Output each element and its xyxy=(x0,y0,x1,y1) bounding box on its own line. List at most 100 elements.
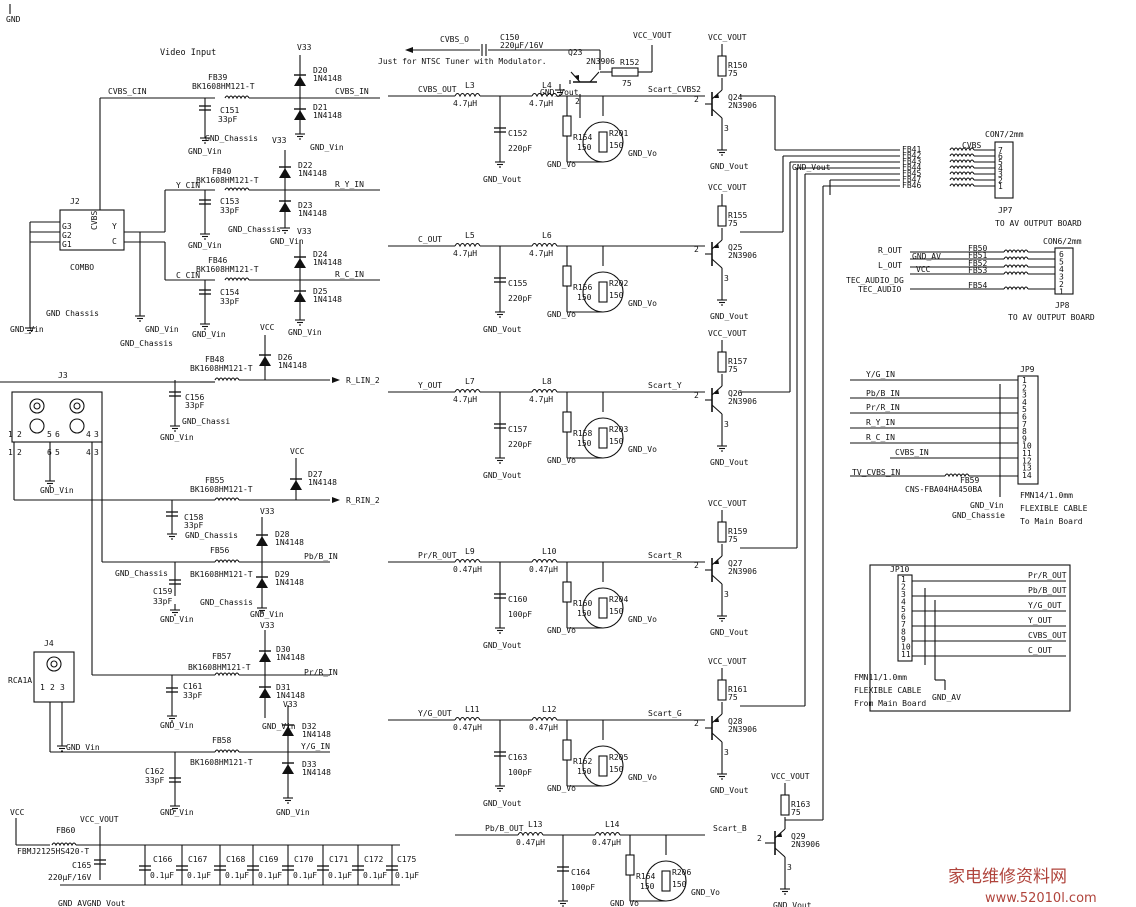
svg-text:0.1μF: 0.1μF xyxy=(395,871,419,880)
pin-number: 1 xyxy=(1059,288,1064,297)
gnd-label: GND_Vo xyxy=(547,310,576,319)
pin-number: 3 xyxy=(998,170,1003,179)
svg-text:GND_Vin: GND_Vin xyxy=(270,237,304,246)
resistor-ref: R160 xyxy=(573,599,592,608)
svg-text:RCA1A: RCA1A xyxy=(8,676,32,685)
svg-text:33pF: 33pF xyxy=(220,297,239,306)
svg-text:C169: C169 xyxy=(259,855,278,864)
gnd-label: GND_Vo xyxy=(547,626,576,635)
inductor-value: 4.7μH xyxy=(529,395,553,404)
svg-text:0.1μF: 0.1μF xyxy=(293,871,317,880)
y-in-filter: Y_CIN FB40 BK1608HM121-T R_Y_IN C153 33p… xyxy=(164,136,380,250)
svg-text:CVBS_O: CVBS_O xyxy=(440,35,469,44)
net-label: Scart_G xyxy=(648,709,682,718)
svg-text:FBMJ2125HS420-T: FBMJ2125HS420-T xyxy=(17,847,89,856)
svg-text:TEC_AUDIO: TEC_AUDIO xyxy=(858,285,902,294)
pin-number: 6 xyxy=(998,152,1003,161)
inductor-ref: L13 xyxy=(528,820,543,829)
svg-text:D33: D33 xyxy=(302,760,317,769)
svg-text:4: 4 xyxy=(86,430,91,439)
svg-text:1N4148: 1N4148 xyxy=(308,478,337,487)
resistor-ref: R201 xyxy=(609,129,628,138)
svg-text:L_OUT: L_OUT xyxy=(878,261,902,270)
pin-number: 2 xyxy=(1022,383,1027,392)
svg-text:C: C xyxy=(112,237,117,246)
svg-text:Y_OUT: Y_OUT xyxy=(1028,616,1052,625)
svg-text:D28: D28 xyxy=(275,530,290,539)
svg-text:C167: C167 xyxy=(188,855,207,864)
inductor-icon xyxy=(454,242,481,247)
resistor-icon xyxy=(598,597,608,619)
transistor-icon xyxy=(711,555,723,585)
resistor-icon xyxy=(598,755,608,777)
svg-text:1N4148: 1N4148 xyxy=(313,74,342,83)
svg-text:1: 1 xyxy=(40,683,45,692)
gnd-label: GND_Vo xyxy=(547,784,576,793)
svg-text:CVBS: CVBS xyxy=(90,211,99,230)
supply-label: VCC_VOUT xyxy=(708,183,747,192)
svg-text:3: 3 xyxy=(94,448,99,457)
resistor-value: 75 xyxy=(728,69,738,78)
ground-icon xyxy=(716,439,728,452)
svg-text:33pF: 33pF xyxy=(218,115,237,124)
net-label: Pr/R_OUT xyxy=(418,551,457,560)
ground-icon xyxy=(494,621,506,634)
svg-text:Pr/R_IN: Pr/R_IN xyxy=(866,403,900,412)
pin-number: 3 xyxy=(787,863,792,872)
capacitor-value: 220pF xyxy=(508,440,532,449)
gnd-label: GND_Vo xyxy=(628,615,657,624)
capacitor-ref: C163 xyxy=(508,753,527,762)
gnd-label: GND_Vout xyxy=(773,901,812,907)
pin-number: 4 xyxy=(1022,398,1027,407)
resistor-ref: R157 xyxy=(728,357,747,366)
pin-number: 3 xyxy=(1059,273,1064,282)
ferrite-ref: FB43 xyxy=(902,157,921,166)
gnd-chassis-label: GND_Chassis xyxy=(120,339,173,348)
svg-text:GND_Vin: GND_Vin xyxy=(160,433,194,442)
ground-icon xyxy=(494,155,506,168)
pin-number: 8 xyxy=(901,628,906,637)
inductor-icon xyxy=(454,92,481,97)
svg-text:FB58: FB58 xyxy=(212,736,231,745)
gnd-label: GND_Vout xyxy=(483,641,522,650)
svg-text:FMN14/1.0mm: FMN14/1.0mm xyxy=(1020,491,1073,500)
svg-text:C175: C175 xyxy=(397,855,416,864)
svg-text:R_RIN_2: R_RIN_2 xyxy=(346,496,380,505)
gnd-label: GND_Vo xyxy=(628,149,657,158)
pin-number: 2 xyxy=(694,719,699,728)
ferrite-ref: FB46 xyxy=(902,181,921,190)
inductor-icon xyxy=(454,388,481,393)
pin-number: 11 xyxy=(901,650,911,659)
svg-text:1N4148: 1N4148 xyxy=(275,578,304,587)
svg-text:V33: V33 xyxy=(272,136,287,145)
svg-text:CON7/2mm: CON7/2mm xyxy=(985,130,1024,139)
svg-text:2: 2 xyxy=(50,683,55,692)
svg-text:0.1μF: 0.1μF xyxy=(258,871,282,880)
ferrite-icon xyxy=(1003,264,1029,268)
gnd-vin-label: GND_Vin xyxy=(10,325,44,334)
resistor-value: 150 xyxy=(577,609,592,618)
svg-text:JP8: JP8 xyxy=(1055,301,1070,310)
inductor-icon xyxy=(454,716,481,721)
transistor-icon xyxy=(711,239,723,269)
supply-label: VCC_VOUT xyxy=(708,657,747,666)
ground-icon xyxy=(716,143,728,156)
inductor-icon xyxy=(454,558,481,563)
svg-text:Pb/B_IN: Pb/B_IN xyxy=(304,552,338,561)
ferrite-icon xyxy=(1003,286,1029,290)
svg-text:CVBS_IN: CVBS_IN xyxy=(895,448,929,457)
svg-text:VCC_VOUT: VCC_VOUT xyxy=(80,815,119,824)
svg-text:3: 3 xyxy=(94,430,99,439)
svg-text:GND_Chassis: GND_Chassis xyxy=(185,531,238,540)
svg-text:J4: J4 xyxy=(44,639,54,648)
svg-text:33pF: 33pF xyxy=(220,206,239,215)
resistor-ref: R202 xyxy=(609,279,628,288)
svg-text:BK1608HM121-T: BK1608HM121-T xyxy=(192,82,255,91)
ferrite-ref: FB42 xyxy=(902,151,921,160)
svg-text:BK1608HM121-T: BK1608HM121-T xyxy=(190,485,253,494)
resistor-icon xyxy=(717,55,727,77)
pin-number: 9 xyxy=(901,635,906,644)
resistor-icon xyxy=(562,411,572,433)
pin-number: 3 xyxy=(724,124,729,133)
